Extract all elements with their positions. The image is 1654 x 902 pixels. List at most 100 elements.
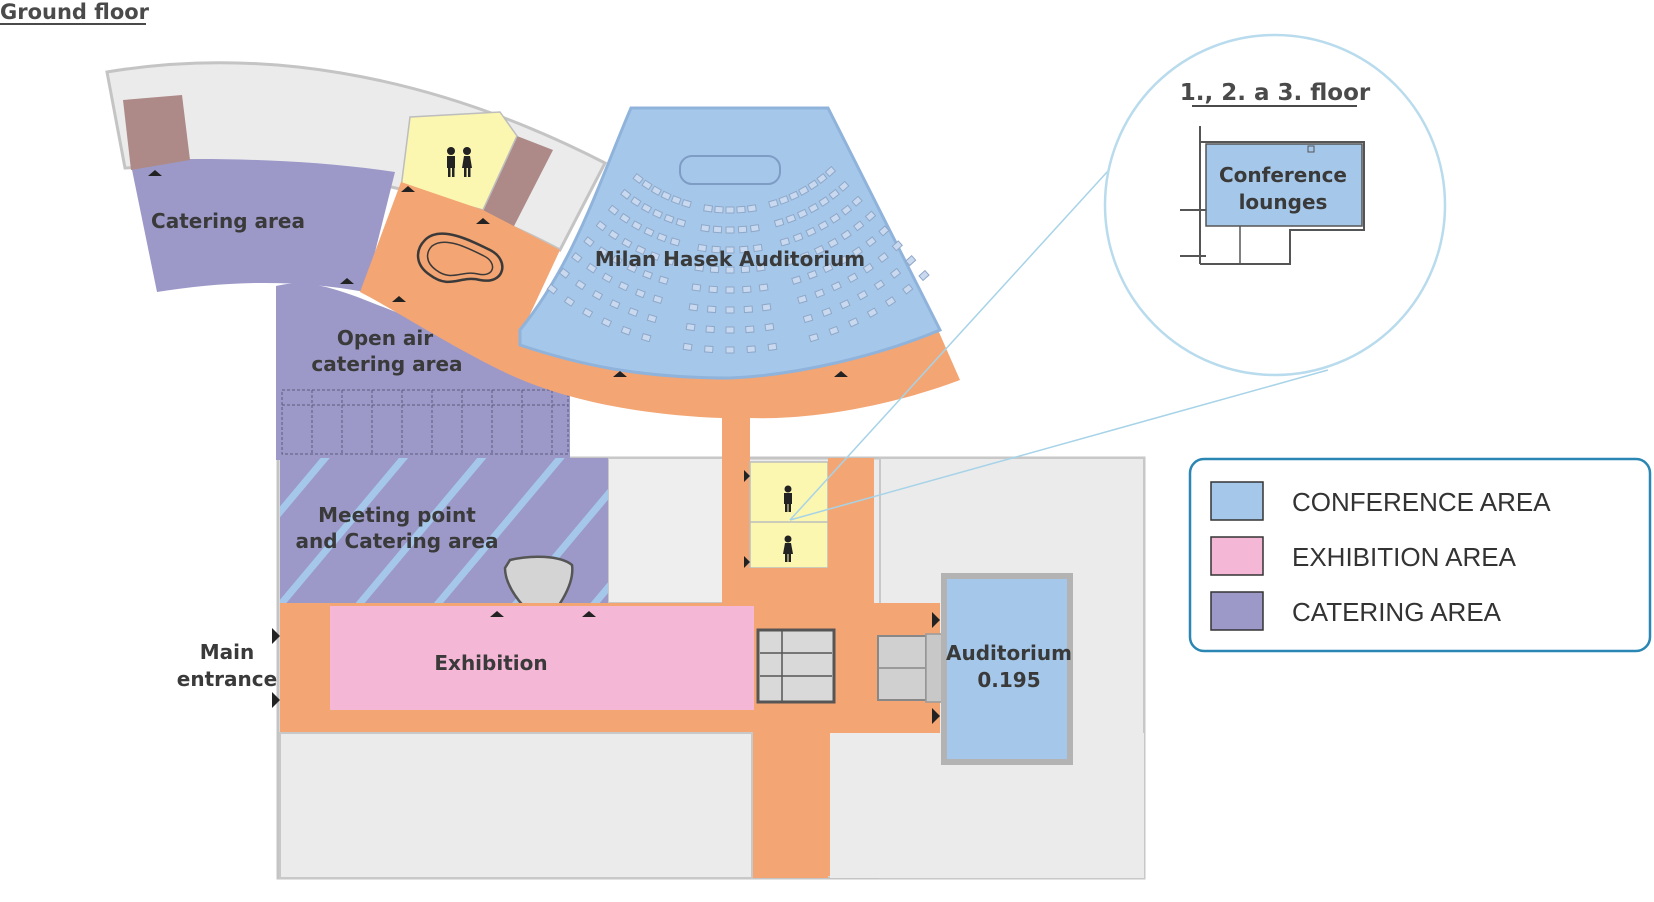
auditorium-seat (807, 179, 819, 191)
auditorium-seat (877, 251, 889, 264)
auditorium-seat (681, 198, 692, 209)
female-restroom-icon (783, 535, 793, 562)
storage-room-east (483, 136, 553, 230)
auditorium-seat (591, 289, 604, 301)
auditorium-seat (697, 243, 708, 253)
door-arrow-icon (582, 611, 596, 617)
meeting-point-label-line1: Meeting point (318, 503, 476, 527)
service-rooms (607, 457, 727, 604)
auditorium-seat (703, 204, 714, 213)
milan-hasek-label: Milan Hasek Auditorium (595, 247, 865, 271)
auditorium-seat (635, 244, 647, 256)
auditorium-seat (725, 206, 735, 214)
auditorium-seat (656, 232, 668, 243)
auditorium-seat (574, 279, 587, 291)
auditorium-seat (704, 345, 714, 354)
legend-label: CONFERENCE AREA (1292, 487, 1551, 517)
auditorium-seat (758, 283, 769, 292)
pergola-grid (281, 389, 569, 455)
open-air-label-line2: catering area (311, 352, 462, 376)
inset-title: 1., 2. a 3. floor (1180, 80, 1371, 106)
auditorium-seat (608, 229, 620, 241)
milan-hasek-auditorium (518, 106, 943, 380)
auditorium-seat (856, 289, 869, 301)
south-corridor-lower (750, 733, 828, 878)
auditorium-seat (799, 251, 811, 261)
auditorium-seat (749, 224, 760, 233)
auditorium-seat (641, 179, 653, 191)
auditorium-seat (752, 243, 763, 253)
auditorium-seat (682, 342, 693, 352)
auditorium-seat (740, 265, 751, 274)
auditorium-seat (658, 275, 669, 285)
auditorium-seat (851, 195, 863, 207)
auditorium-seat (643, 226, 655, 237)
auditorium-seat (830, 281, 842, 292)
catering-area (130, 159, 395, 292)
auditorium-seat (746, 204, 757, 213)
auditorium-seat (621, 237, 633, 249)
auditorium-seat (586, 262, 598, 274)
auditorium-seat (768, 198, 779, 209)
auditorium-seat (597, 246, 609, 258)
auditorium-seat (865, 236, 877, 248)
door-arrow-icon (932, 612, 940, 628)
catering-area-label: Catering area (151, 209, 305, 233)
auditorium-seat (839, 299, 851, 310)
auditorium-seat (905, 254, 917, 267)
auditorium-seat (847, 317, 860, 328)
auditorium-seat (746, 345, 756, 354)
auditorium-seat (725, 286, 735, 294)
auditorium-seat (818, 196, 830, 208)
callout-line-2 (789, 369, 1329, 521)
auditorium-seat (824, 165, 837, 178)
auditorium-seat (669, 237, 681, 247)
auditorium-seat (901, 283, 914, 295)
auditorium-seat (816, 172, 828, 185)
auditorium-seat (611, 255, 623, 266)
auditorium-seat (827, 237, 839, 249)
auditorium-seat (773, 218, 785, 228)
north-foyer-corridor (360, 182, 960, 460)
auditorium-seat (884, 296, 897, 307)
auditorium-seat (650, 185, 663, 196)
auditorium-seat (652, 208, 664, 219)
auditorium-seat (660, 190, 672, 201)
auditorium-seat (714, 205, 724, 214)
open-air-label-line1: Open air (337, 326, 433, 350)
auditorium-seat (851, 246, 863, 258)
auditorium-seat (779, 237, 791, 247)
inset-room-label-line2: lounges (1239, 190, 1328, 214)
auditorium-seat (725, 266, 735, 274)
restroom-icon (447, 147, 472, 177)
auditorium-seat (785, 256, 797, 266)
auditorium-seat (706, 305, 717, 314)
auditorium-seat (688, 303, 699, 312)
auditorium-seat (828, 325, 840, 336)
auditorium-seat (864, 210, 877, 222)
door-arrow-icon (340, 278, 354, 284)
door-arrow-icon (490, 611, 504, 617)
entrance-arrow-icon (272, 628, 280, 644)
auditorium-seat (685, 322, 696, 332)
auditorium-seat (601, 272, 613, 284)
auditorium-seat (873, 279, 886, 291)
entrance-arrow-icon (272, 692, 280, 708)
auditorium-seat (829, 212, 841, 224)
auditorium-seat (739, 245, 749, 254)
auditorium-seat (767, 342, 778, 352)
meeting-point-label-line2: and Catering area (296, 529, 499, 553)
legend-swatch (1210, 591, 1264, 631)
auditorium-seat (620, 188, 632, 200)
auditorium-seat (708, 285, 718, 294)
auditorium-seat (737, 225, 748, 234)
door-arrow-icon (401, 186, 415, 192)
auditorium-seat (821, 307, 833, 317)
auditorium-seat (711, 245, 721, 254)
main-entrance-label-line2: entrance (177, 667, 277, 691)
auditorium-seat (813, 244, 825, 256)
auditorium-seat (670, 195, 682, 205)
auditorium-seat (627, 307, 639, 317)
auditorium-seat (607, 204, 620, 216)
